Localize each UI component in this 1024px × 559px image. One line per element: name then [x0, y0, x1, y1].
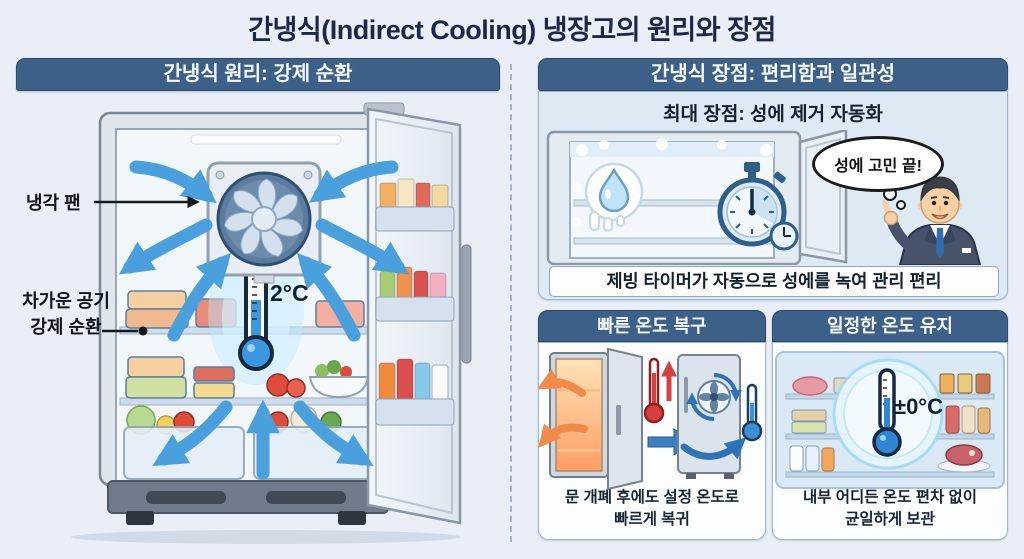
- open-door: [607, 347, 643, 490]
- salad-bowl: [308, 376, 370, 399]
- fridge-door-open: [363, 102, 472, 525]
- advantage-subtitle: 최대 장점: 성에 제거 자동화: [663, 104, 883, 125]
- door-bin-bottles: [375, 266, 455, 322]
- advantage-caption: 제빙 타이머가 자동으로 성에를 녹여 관리 편리: [549, 266, 999, 297]
- annotation-lines: [94, 195, 200, 333]
- blue-thermometer-icon: [741, 383, 763, 442]
- recovery-caption: 문 개폐 후에도 설정 온도로 빠르게 복귀: [564, 489, 740, 528]
- uniform-temperature-illustration: [775, 351, 1005, 489]
- temperature-recovery-illustration: [538, 347, 763, 490]
- floor-shadow: [71, 530, 461, 544]
- airflow-arrows: [118, 160, 410, 480]
- red-thermometer-icon: [643, 357, 678, 424]
- door-handle: [461, 244, 472, 364]
- warm-open-fridge: [549, 347, 643, 490]
- fridge-base: [107, 480, 389, 525]
- stored-foods: [789, 373, 991, 473]
- cool-closed-fridge: [677, 354, 747, 479]
- refrigerator-forced-circulation-illustration: [71, 102, 472, 544]
- door-bin-drinks: [375, 358, 455, 426]
- speech-bubble: 성에 고민 끝!: [812, 136, 944, 192]
- food-containers-row2: [125, 356, 235, 399]
- fan-annotation-label: 냉각 팬: [26, 193, 81, 213]
- water-drop-icon: [584, 162, 644, 232]
- fan-circulation-arrows: [686, 373, 742, 421]
- cool-air-swoosh-arrow: [680, 437, 747, 460]
- recovery-panel-header: 빠른 온도 복구: [538, 310, 766, 342]
- left-panel-header: 간냉식 원리: 강제 순환: [16, 58, 500, 91]
- thermometer-icon: [208, 241, 304, 385]
- fresh-produce: [266, 360, 370, 399]
- uniform-panel-header: 일정한 온도 유지: [772, 310, 1008, 342]
- section-divider: [510, 64, 512, 542]
- interior-lamp: [190, 134, 342, 145]
- uniform-temperature-label: ±0°C: [894, 394, 943, 419]
- advantage-panel-header: 간냉식 장점: 편리함과 일관성: [538, 58, 1008, 91]
- warm-air-arrows: [538, 368, 588, 448]
- thermometer-icon: [872, 368, 902, 457]
- defrost-timer-icon: [717, 162, 799, 251]
- cold-air-annotation-label: 차가운 공기 강제 순환: [22, 291, 110, 337]
- thought-dot: [896, 200, 906, 210]
- interior-temperature-label: 2°C: [270, 280, 309, 306]
- uniform-caption: 내부 어디든 온도 편차 없이 균일하게 보관: [802, 489, 978, 528]
- cooling-fan-icon: [206, 161, 322, 284]
- door-bin-jars: [375, 178, 455, 232]
- presenter-icon: [882, 176, 982, 265]
- auto-defrost-illustration: [546, 130, 982, 265]
- page-title: 간냉식(Indirect Cooling) 냉장고의 원리와 장점: [248, 15, 776, 45]
- annotation-dot: [138, 326, 148, 336]
